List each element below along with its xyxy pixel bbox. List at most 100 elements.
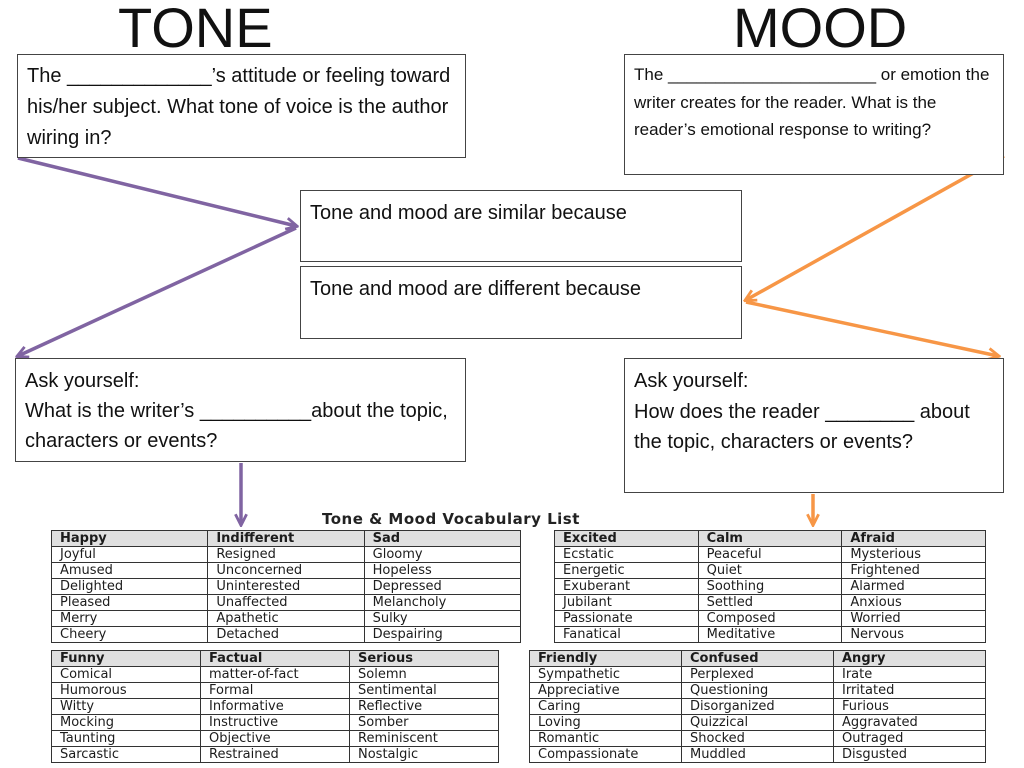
similar-box: Tone and mood are similar because xyxy=(300,190,742,262)
vocab-category-header: Serious xyxy=(349,650,499,667)
vocab-word-cell: Gloomy xyxy=(363,546,522,563)
vocab-word-cell: Nervous xyxy=(841,626,986,643)
vocab-word-cell: Romantic xyxy=(529,730,682,747)
vocab-word-cell: Irate xyxy=(833,666,986,683)
vocab-word-cell: Settled xyxy=(697,594,843,611)
vocab-word-cell: Disorganized xyxy=(681,698,834,715)
vocab-word-cell: Loving xyxy=(529,714,682,731)
vocab-category-header: Funny xyxy=(51,650,201,667)
vocab-word-cell: Despairing xyxy=(363,626,522,643)
vocab-word-cell: Hopeless xyxy=(363,562,522,579)
vocab-word-cell: Shocked xyxy=(681,730,834,747)
vocab-word-cell: Questioning xyxy=(681,682,834,699)
vocab-word-cell: Taunting xyxy=(51,730,201,747)
vocab-word-cell: Energetic xyxy=(554,562,699,579)
different-box: Tone and mood are different because xyxy=(300,266,742,339)
vocab-category-header: Excited xyxy=(554,530,699,547)
vocab-word-cell: Restrained xyxy=(200,746,350,763)
vocab-word-cell: Objective xyxy=(200,730,350,747)
mood-arrow-to-different xyxy=(746,154,1005,300)
vocab-category-header: Afraid xyxy=(841,530,986,547)
vocabulary-list-title: Tone & Mood Vocabulary List xyxy=(322,510,580,528)
vocab-word-cell: Quizzical xyxy=(681,714,834,731)
mood-ask-text: Ask yourself: How does the reader ______… xyxy=(634,370,970,453)
vocab-word-cell: Informative xyxy=(200,698,350,715)
vocab-word-cell: Peaceful xyxy=(697,546,843,563)
tone-ask-box: Ask yourself: What is the writer’s _____… xyxy=(15,358,466,462)
vocab-category-header: Factual xyxy=(200,650,350,667)
vocab-word-cell: Comical xyxy=(51,666,201,683)
vocab-word-cell: Sympathetic xyxy=(529,666,682,683)
vocab-word-cell: Quiet xyxy=(697,562,843,579)
vocab-word-cell: Witty xyxy=(51,698,201,715)
vocab-word-cell: matter-of-fact xyxy=(200,666,350,683)
vocab-word-cell: Anxious xyxy=(841,594,986,611)
vocab-category-header: Confused xyxy=(681,650,834,667)
vocab-word-cell: Ecstatic xyxy=(554,546,699,563)
tone-definition-box: The _____________’s attitude or feeling … xyxy=(17,54,466,158)
vocab-word-cell: Perplexed xyxy=(681,666,834,683)
vocab-word-cell: Sentimental xyxy=(349,682,499,699)
vocab-word-cell: Passionate xyxy=(554,610,699,627)
vocab-word-cell: Unaffected xyxy=(207,594,365,611)
vocab-word-cell: Somber xyxy=(349,714,499,731)
vocab-word-cell: Alarmed xyxy=(841,578,986,595)
vocab-word-cell: Reminiscent xyxy=(349,730,499,747)
vocab-word-cell: Exuberant xyxy=(554,578,699,595)
vocab-word-cell: Composed xyxy=(697,610,843,627)
mood-title: MOOD xyxy=(733,0,908,59)
vocab-word-cell: Pleased xyxy=(50,594,209,611)
vocab-word-cell: Mysterious xyxy=(841,546,986,563)
mood-definition-text: The ______________________ or emotion th… xyxy=(634,65,990,139)
tone-arrow-to-ask xyxy=(18,226,297,356)
vocab-word-cell: Appreciative xyxy=(529,682,682,699)
tone-title: TONE xyxy=(118,0,273,59)
vocab-word-cell: Compassionate xyxy=(529,746,682,763)
mood-definition-box: The ______________________ or emotion th… xyxy=(624,54,1004,175)
vocab-word-cell: Delighted xyxy=(50,578,209,595)
vocab-word-cell: Reflective xyxy=(349,698,499,715)
different-text: Tone and mood are different because xyxy=(310,278,641,300)
vocab-word-cell: Amused xyxy=(50,562,209,579)
vocab-word-cell: Fanatical xyxy=(554,626,699,643)
vocab-word-cell: Disgusted xyxy=(833,746,986,763)
vocab-word-cell: Depressed xyxy=(363,578,522,595)
tone-ask-text: Ask yourself: What is the writer’s _____… xyxy=(25,370,448,452)
tone-arrow-to-similar xyxy=(17,156,296,226)
mood-ask-box: Ask yourself: How does the reader ______… xyxy=(624,358,1004,493)
vocab-word-cell: Melancholy xyxy=(363,594,522,611)
vocab-word-cell: Caring xyxy=(529,698,682,715)
similar-text: Tone and mood are similar because xyxy=(310,202,627,224)
vocab-word-cell: Merry xyxy=(50,610,209,627)
vocab-word-cell: Cheery xyxy=(50,626,209,643)
vocab-word-cell: Muddled xyxy=(681,746,834,763)
vocab-category-header: Angry xyxy=(833,650,986,667)
vocab-word-cell: Sarcastic xyxy=(51,746,201,763)
vocab-word-cell: Meditative xyxy=(697,626,843,643)
vocab-word-cell: Humorous xyxy=(51,682,201,699)
vocab-word-cell: Mocking xyxy=(51,714,201,731)
